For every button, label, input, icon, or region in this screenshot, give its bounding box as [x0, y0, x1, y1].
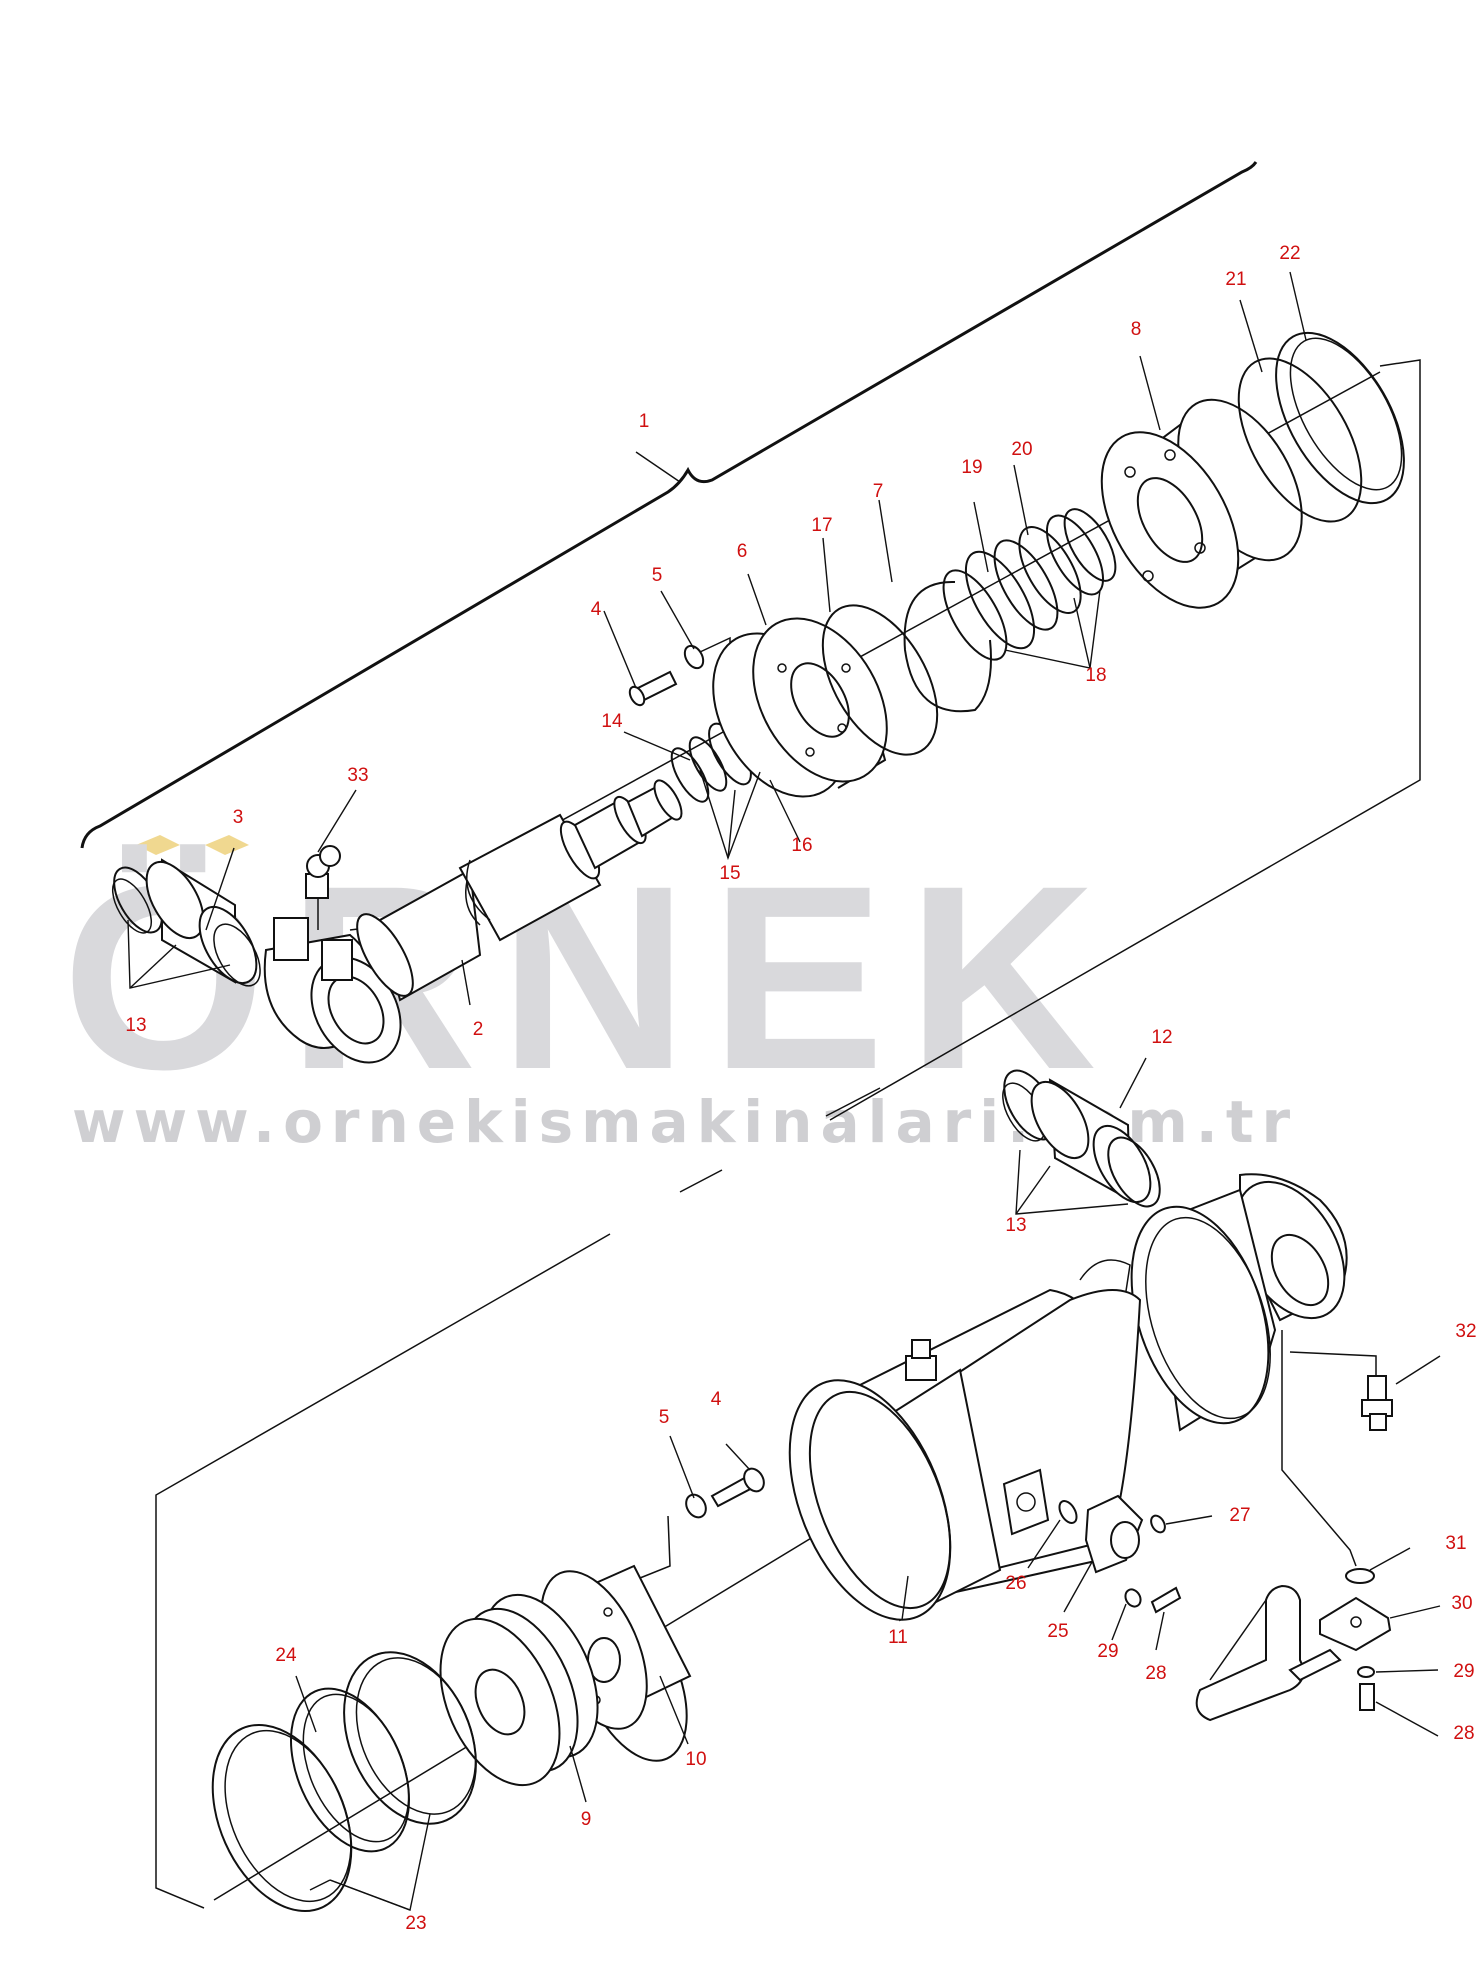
assembly-bracket [80, 161, 1258, 849]
callout-28-b: 28 [1453, 1723, 1474, 1744]
callout-3: 3 [233, 807, 244, 828]
callout-5-top: 5 [652, 565, 663, 586]
bolt-bottom [639, 1467, 765, 1579]
callout-13-top: 13 [125, 1015, 146, 1036]
callout-9: 9 [581, 1809, 592, 1830]
hydraulic-pipe [1195, 1330, 1392, 1722]
watermark: ÖRNEK www.ornekismakinalari.com.tr [62, 831, 1290, 1156]
callout-18: 18 [1085, 665, 1106, 686]
tube-assembly [155, 1057, 1441, 1913]
grease-fitting-icon [1289, 1351, 1393, 1431]
port-flange [1058, 1494, 1182, 1614]
callout-19: 19 [961, 457, 982, 478]
backup-ring-7 [903, 580, 992, 713]
callout-25: 25 [1047, 1621, 1068, 1642]
callout-7: 7 [873, 481, 884, 502]
callout-6: 6 [737, 541, 748, 562]
callout-12: 12 [1151, 1027, 1172, 1048]
separator-dash-1 [679, 1169, 723, 1193]
callout-14: 14 [601, 711, 623, 732]
gland-flange [712, 617, 888, 798]
piston-rings [211, 1651, 477, 1913]
callout-4-top: 4 [591, 599, 602, 620]
callout-2: 2 [473, 1019, 484, 1040]
bushing [111, 858, 261, 987]
callout-10: 10 [685, 1749, 706, 1770]
frame-line-bottom [155, 1233, 611, 1909]
cylinder-head [1100, 398, 1303, 609]
callout-31: 31 [1445, 1533, 1466, 1554]
callout-17: 17 [811, 515, 832, 536]
callout-4-bottom: 4 [711, 1389, 722, 1410]
leader-lines-bottom [295, 1057, 1441, 1911]
callout-20: 20 [1011, 439, 1032, 460]
callout-8: 8 [1131, 319, 1142, 340]
callout-15: 15 [719, 863, 740, 884]
callout-29-a: 29 [1097, 1641, 1118, 1662]
callout-30: 30 [1451, 1593, 1472, 1614]
callout-33: 33 [347, 765, 368, 786]
grease-fitting-icon [305, 845, 341, 930]
watermark-accent-left [136, 835, 180, 855]
leader-lines-top [127, 271, 1307, 1006]
callout-1: 1 [639, 411, 650, 432]
backup-ring-22 [1275, 331, 1405, 505]
callout-27: 27 [1229, 1505, 1250, 1526]
tube-bushing [1002, 1069, 1161, 1208]
callout-21: 21 [1225, 269, 1246, 290]
callout-labels: 1 2 3 4 5 6 7 8 9 10 11 12 13 13 14 15 1… [125, 243, 1476, 1934]
callout-24: 24 [275, 1645, 297, 1666]
frame-line-top [829, 359, 1421, 1121]
callout-32: 32 [1455, 1321, 1476, 1342]
callout-5-bottom: 5 [659, 1407, 670, 1428]
callout-26: 26 [1005, 1573, 1026, 1594]
watermark-accent-right [205, 835, 249, 855]
rod-eye [263, 917, 402, 1064]
gland-seals [942, 508, 1117, 661]
callout-29-b: 29 [1453, 1661, 1474, 1682]
piston [439, 1593, 599, 1787]
tube-end-eye [1130, 1173, 1348, 1432]
cylinder-tube [788, 1259, 1142, 1622]
callout-16: 16 [791, 835, 812, 856]
rod-assembly [80, 161, 1421, 1121]
callout-23: 23 [405, 1913, 426, 1934]
callout-11: 11 [888, 1627, 908, 1648]
oring-21 [1237, 357, 1363, 523]
callout-28-a: 28 [1145, 1663, 1166, 1684]
callout-13-bottom: 13 [1005, 1215, 1026, 1236]
oring-17 [821, 604, 939, 756]
callout-22: 22 [1279, 243, 1300, 264]
piston-rod [356, 779, 683, 1002]
